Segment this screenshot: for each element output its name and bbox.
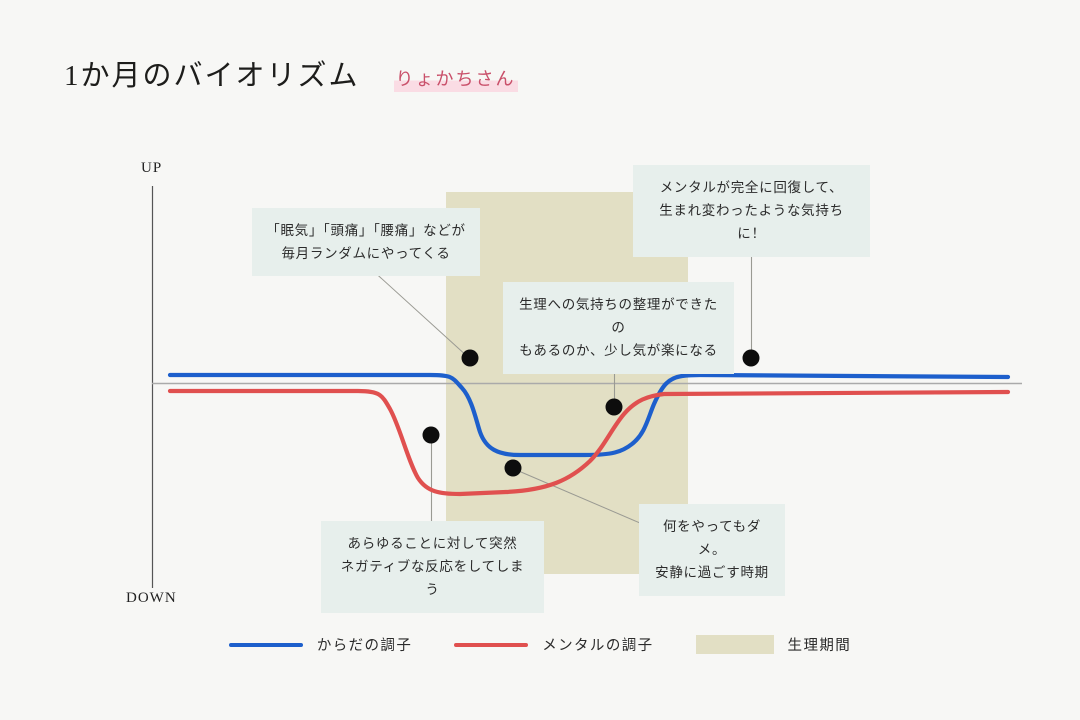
- annotation-dot-1: [461, 349, 479, 367]
- chart-legend: からだの調子 メンタルの調子 生理期間: [0, 634, 1080, 655]
- callout-relief: 生理への気持ちの整理ができたの もあるのか、少し気が楽になる: [503, 282, 734, 374]
- legend-label-body: からだの調子: [316, 638, 413, 654]
- mental-condition-line: [167, 388, 1011, 497]
- callout-symptoms: 「眠気」「頭痛」「腰痛」などが 毎月ランダムにやってくる: [252, 208, 480, 277]
- callout-negative: あらゆることに対して突然 ネガティブな反応をしてしまう: [321, 521, 544, 613]
- page-subtitle: りょかちさん: [393, 65, 518, 92]
- annotation-dot-4: [422, 426, 440, 444]
- legend-label-period: 生理期間: [787, 638, 852, 654]
- page-title: 1か月のバイオリズム: [64, 60, 360, 92]
- body-condition-line: [167, 372, 1011, 458]
- beige-band-swatch-icon: [695, 635, 774, 654]
- title-row: 1か月のバイオリズム りょかちさん: [64, 52, 518, 94]
- callout-rest-period: 何をやってもダメ。 安静に過ごす時期: [639, 504, 785, 596]
- annotation-dot-2: [742, 349, 760, 367]
- blue-line-swatch-icon: [228, 642, 303, 647]
- red-line-swatch-icon: [454, 642, 529, 647]
- connector-line-1: [369, 267, 469, 358]
- annotation-dot-5: [504, 459, 522, 477]
- axis-label-up: UP: [141, 160, 163, 176]
- legend-item-mental: メンタルの調子: [454, 634, 653, 655]
- annotation-dot-3: [605, 398, 623, 416]
- legend-item-body: からだの調子: [228, 634, 413, 655]
- legend-label-mental: メンタルの調子: [542, 638, 654, 654]
- connector-line-5: [513, 468, 641, 524]
- axis-label-down: DOWN: [126, 590, 177, 606]
- legend-item-period: 生理期間: [695, 634, 852, 655]
- callout-recovery: メンタルが完全に回復して、 生まれ変わったような気持ちに！: [633, 165, 870, 257]
